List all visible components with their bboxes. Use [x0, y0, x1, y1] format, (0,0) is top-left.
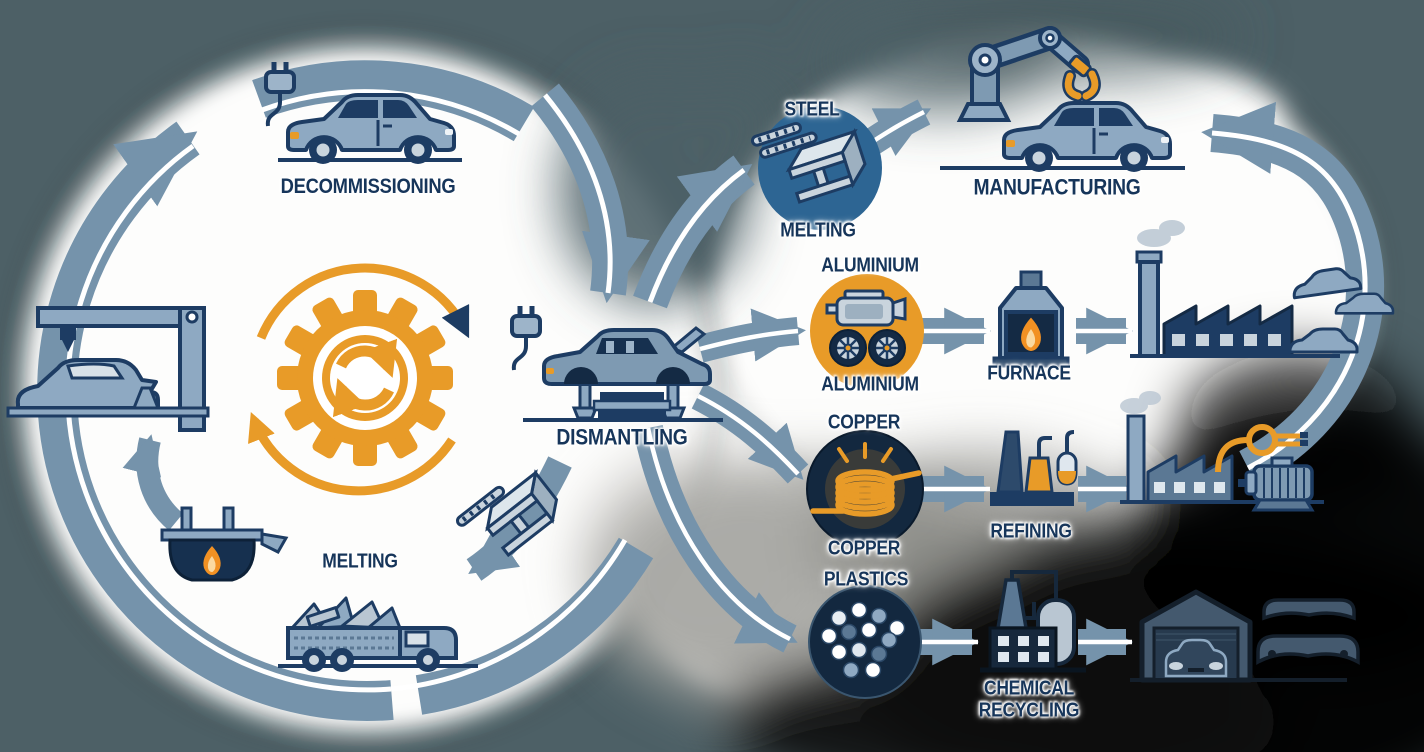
label-chemical-recycling-line1: CHEMICAL [983, 677, 1075, 700]
label-copper-top: COPPER [827, 411, 901, 434]
label-aluminium-bottom: ALUMINIUM [821, 373, 919, 396]
refinery-icon [990, 430, 1078, 506]
label-furnace: FURNACE [987, 362, 1071, 385]
motor-factory-icon [1120, 391, 1324, 512]
label-decommissioning: DECOMMISSIONING [280, 174, 456, 199]
flow-arrows [37, 60, 1384, 721]
plastic-pellets-icon [808, 585, 922, 699]
label-dismantling: DISMANTLING [556, 425, 688, 450]
label-melting-left: MELTING [322, 550, 398, 573]
furnace-icon [992, 270, 1070, 368]
label-chemical-recycling-line2: RECYCLING [978, 699, 1080, 722]
scrap-truck-icon [278, 596, 478, 672]
label-manufacturing: MANUFACTURING [973, 175, 1141, 200]
car-press-icon [6, 306, 210, 432]
robot-arm-car-icon [940, 26, 1185, 174]
engine-wheels-icon [810, 274, 924, 388]
label-refining: REFINING [990, 520, 1072, 543]
steel-beams-icon [750, 106, 882, 230]
melting-pot-icon [160, 506, 289, 582]
car-body-factory-icon [1130, 220, 1395, 358]
steel-beam-small-icon [455, 469, 559, 558]
label-aluminium-top: ALUMINIUM [821, 254, 919, 277]
label-copper-bottom: COPPER [827, 537, 901, 560]
label-steel-melting: MELTING [780, 219, 856, 242]
copper-coil-icon [806, 430, 924, 548]
dismantled-car-icon [512, 306, 723, 422]
chemical-plant-icon [980, 570, 1086, 673]
gear-recycle-icon [248, 263, 470, 496]
label-steel: STEEL [784, 98, 840, 121]
label-plastics: PLASTICS [823, 568, 909, 591]
garage-parts-icon [1130, 589, 1360, 683]
